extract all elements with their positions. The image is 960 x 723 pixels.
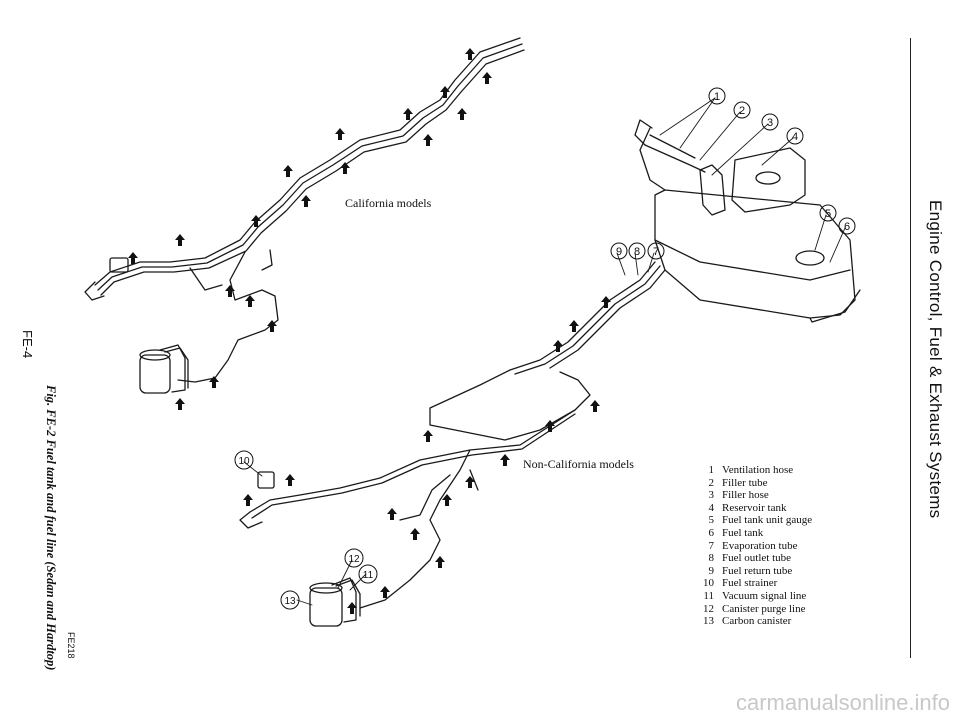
figure-caption: Fig. FE-2 Fuel tank and fuel line (Sedan…	[44, 385, 58, 671]
legend-item: 1 Ventilation hose	[700, 464, 812, 477]
legend-text: Canister purge line	[722, 602, 806, 615]
california-models-label: California models	[345, 196, 432, 210]
clip-markers	[128, 48, 611, 614]
non-california-strainer	[239, 471, 275, 529]
callout-12: 12	[348, 554, 360, 565]
legend-text: Fuel return tube	[722, 564, 793, 577]
legend-text: Fuel outlet tube	[722, 552, 792, 565]
legend-number: 5	[708, 514, 715, 527]
legend-item: 7 Evaporation tube	[700, 540, 812, 553]
callout-5: 5	[825, 208, 831, 220]
callout-11: 11	[363, 570, 374, 581]
legend-number: 9	[708, 564, 715, 577]
callouts: 1 2 3 4 5 6 7 8 9 10 11 12 13	[234, 87, 856, 610]
page-number: FE-4	[20, 330, 35, 359]
legend-number: 11	[703, 589, 714, 602]
callout-9: 9	[616, 246, 622, 258]
legend-item: 10 Fuel strainer	[700, 577, 812, 590]
legend-item: 4 Reservoir tank	[700, 502, 812, 515]
legend-item: 3 Filler hose	[700, 489, 812, 502]
legend-text: Reservoir tank	[722, 501, 787, 514]
parts-legend: 1 Ventilation hose 2 Filler tube 3 Filler h…	[700, 464, 812, 628]
legend-number: 2	[708, 476, 715, 489]
legend-text: Evaporation tube	[722, 539, 798, 552]
legend-item: 12 Canister purge line	[700, 603, 812, 616]
legend-item: 11 Vacuum signal line	[700, 590, 812, 603]
legend-item: 9 Fuel return tube	[700, 565, 812, 578]
callout-2: 2	[739, 105, 745, 117]
legend-number: 7	[708, 539, 715, 552]
legend-number: 12	[703, 602, 714, 615]
legend-text: Carbon canister	[722, 615, 792, 628]
legend-item: 5 Fuel tank unit gauge	[700, 514, 813, 527]
callout-8: 8	[634, 246, 640, 258]
callout-4: 4	[792, 131, 798, 143]
legend-item: 2 Filler tube	[700, 477, 812, 490]
callout-13: 13	[284, 596, 296, 607]
non-california-models-label: Non-California models	[523, 457, 634, 471]
legend-item: 13 Carbon canister	[700, 615, 812, 628]
california-canister	[139, 344, 189, 394]
legend-number: 8	[708, 552, 715, 565]
legend-text: Fuel tank unit gauge	[722, 514, 813, 527]
section-header: Engine Control, Fuel & Exhaust Systems	[926, 200, 945, 519]
watermark: carmanualsonline.info	[735, 690, 950, 715]
section-divider	[910, 38, 911, 658]
callout-10: 10	[238, 456, 250, 467]
legend-number: 3	[708, 489, 715, 502]
legend-number: 13	[703, 615, 714, 628]
callout-1: 1	[714, 91, 720, 103]
legend-item: 6 Fuel tank	[700, 527, 812, 540]
legend-number: 6	[708, 526, 715, 539]
figure-code: FE218	[66, 632, 76, 659]
non-california-canister	[309, 577, 361, 627]
legend-text: Filler tube	[722, 476, 768, 489]
legend-text: Filler hose	[722, 489, 769, 502]
legend-number: 1	[708, 464, 715, 476]
legend-text: Vacuum signal line	[722, 589, 807, 602]
legend-text: Fuel tank	[722, 526, 764, 539]
legend-number: 4	[708, 501, 715, 514]
non-california-fuel-lines	[249, 261, 666, 609]
legend-number: 10	[703, 577, 714, 590]
legend-text: Ventilation hose	[722, 464, 794, 476]
callout-6: 6	[844, 221, 850, 233]
callout-7: 7	[653, 246, 659, 258]
california-strainer	[84, 257, 129, 301]
callout-3: 3	[767, 117, 773, 129]
legend-item: 8 Fuel outlet tube	[700, 552, 812, 565]
legend-text: Fuel strainer	[722, 577, 778, 590]
california-fuel-lines	[94, 37, 525, 383]
fuel-tank	[634, 119, 861, 323]
